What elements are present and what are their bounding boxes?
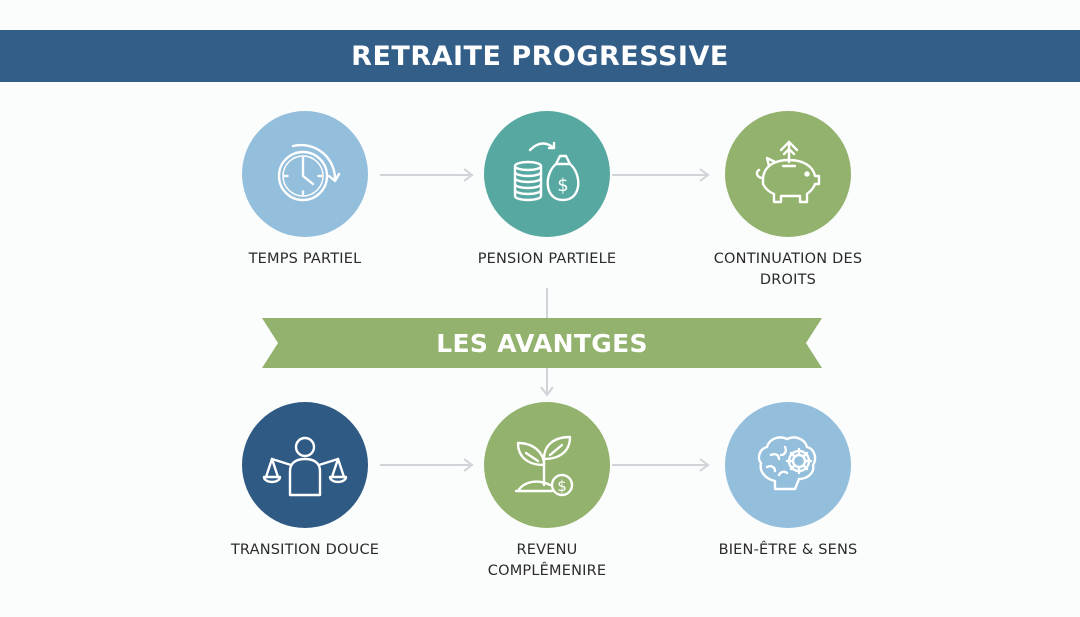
label-temps-partiel: TEMPS PARTIEL	[248, 251, 362, 267]
svg-text:$: $	[557, 175, 568, 196]
vertical-arrow-bottom	[540, 368, 554, 397]
money-bag-coins-icon: $	[513, 141, 580, 202]
node-temps-partiel: TEMPS PARTIEL	[242, 111, 368, 267]
plant-coin-icon: $	[514, 435, 574, 497]
brain-gear-icon	[757, 436, 817, 491]
label-bien-etre: BIEN-ÊTRE & SENS	[718, 542, 858, 558]
piggy-bank-icon	[755, 140, 821, 204]
clock-icon	[277, 143, 341, 202]
node-transition-douce: TRANSITION DOUCE	[231, 402, 379, 558]
arrow-transition-to-revenu	[380, 458, 474, 472]
label-continuation-line1: CONTINUATION DES	[713, 251, 863, 267]
circle-continuation-droits	[725, 111, 851, 237]
svg-text:$: $	[557, 477, 567, 495]
label-transition-douce: TRANSITION DOUCE	[230, 542, 380, 558]
circle-temps-partiel	[242, 111, 368, 237]
circle-revenu-complementaire: $	[484, 402, 610, 528]
label-pension-partielle: PENSION PARTIELE	[477, 251, 617, 267]
circle-pension-partielle: $	[484, 111, 610, 237]
banner-title: LES AVANTGES	[436, 328, 648, 358]
arrow-pension-to-droits	[612, 168, 710, 182]
label-continuation-droits: CONTINUATION DES DROITS	[678, 249, 898, 291]
node-bien-etre: BIEN-ÊTRE & SENS	[719, 402, 857, 558]
banner-ribbon-shape	[262, 318, 822, 368]
node-revenu-complementaire: $ REVENU COMPLÊMENIRE	[484, 402, 610, 579]
label-revenu-line1: REVENU	[516, 542, 578, 558]
arrow-temps-to-pension	[380, 168, 474, 182]
node-continuation-droits: CONTINUATION DES DROITS	[714, 111, 862, 288]
page-title: RETRAITE PROGRESSIVE	[351, 40, 729, 72]
node-pension-partielle: $ PENSION PARTIELE	[478, 111, 616, 267]
advantages-banner: LES AVANTGES	[262, 318, 822, 368]
arrow-revenu-to-bienetre	[612, 458, 710, 472]
label-revenu-complementaire: REVENU COMPLÊMENIRE	[437, 540, 657, 582]
vertical-connector-top	[546, 288, 548, 320]
balance-scale-person-icon	[262, 436, 348, 497]
title-bar: RETRAITE PROGRESSIVE	[0, 30, 1080, 82]
label-continuation-line2: DROITS	[759, 272, 817, 288]
label-revenu-line2: COMPLÊMENIRE	[487, 563, 607, 579]
circle-bien-etre	[725, 402, 851, 528]
circle-transition-douce	[242, 402, 368, 528]
